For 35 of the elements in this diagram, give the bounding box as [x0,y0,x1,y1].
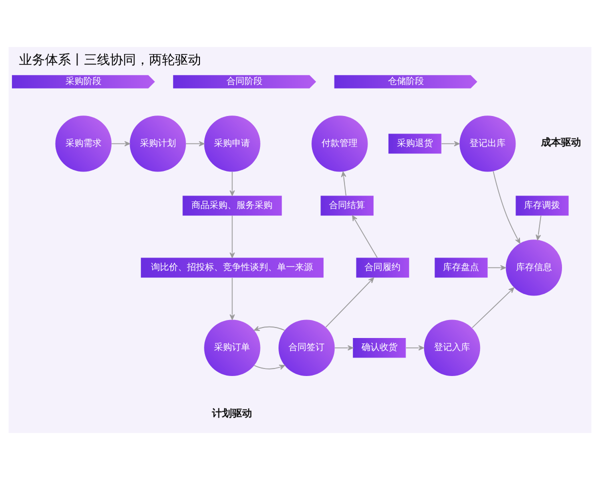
arrow [352,215,378,258]
node-box: 合同履约 [356,258,410,278]
node-box: 库存盘点 [434,258,488,278]
node-circle: 采购计划 [130,116,186,172]
node-box: 询比价、招投标、竞争性谈判、单一来源 [140,258,324,278]
label: 成本驱动 [540,137,581,148]
diagram-title: 业务体系丨三线协同，两轮驱动 [18,53,201,68]
arrow [487,265,506,270]
arrow [230,277,235,320]
arrow [186,141,204,146]
node-circle: 采购申请 [204,116,260,172]
arrow [230,171,235,196]
node-box: 采购退货 [388,134,442,154]
arrow [111,141,130,146]
node-box: 确认收货 [352,338,406,358]
arrow [406,345,424,350]
node-circle: 库存信息 [506,240,562,296]
arrow [472,287,514,328]
node-box: 合同结算 [320,196,374,216]
node-circle: 登记入库 [424,320,480,376]
node-circle: 登记出库 [460,116,516,172]
arrow [334,345,354,350]
node-box: 库存调拨 [516,196,569,216]
arrow [441,141,460,146]
arrow [254,326,285,331]
node-circle: 付款管理 [312,116,368,172]
arrow [254,364,285,370]
node-circle: 采购需求 [55,116,112,172]
arrow [230,215,235,258]
label: 计划驱动 [212,408,252,420]
arrow [492,170,520,244]
arrow [536,215,542,240]
arrow [325,277,374,328]
node-box: 商品采购、服务采购 [182,196,282,216]
arrow [341,171,346,196]
